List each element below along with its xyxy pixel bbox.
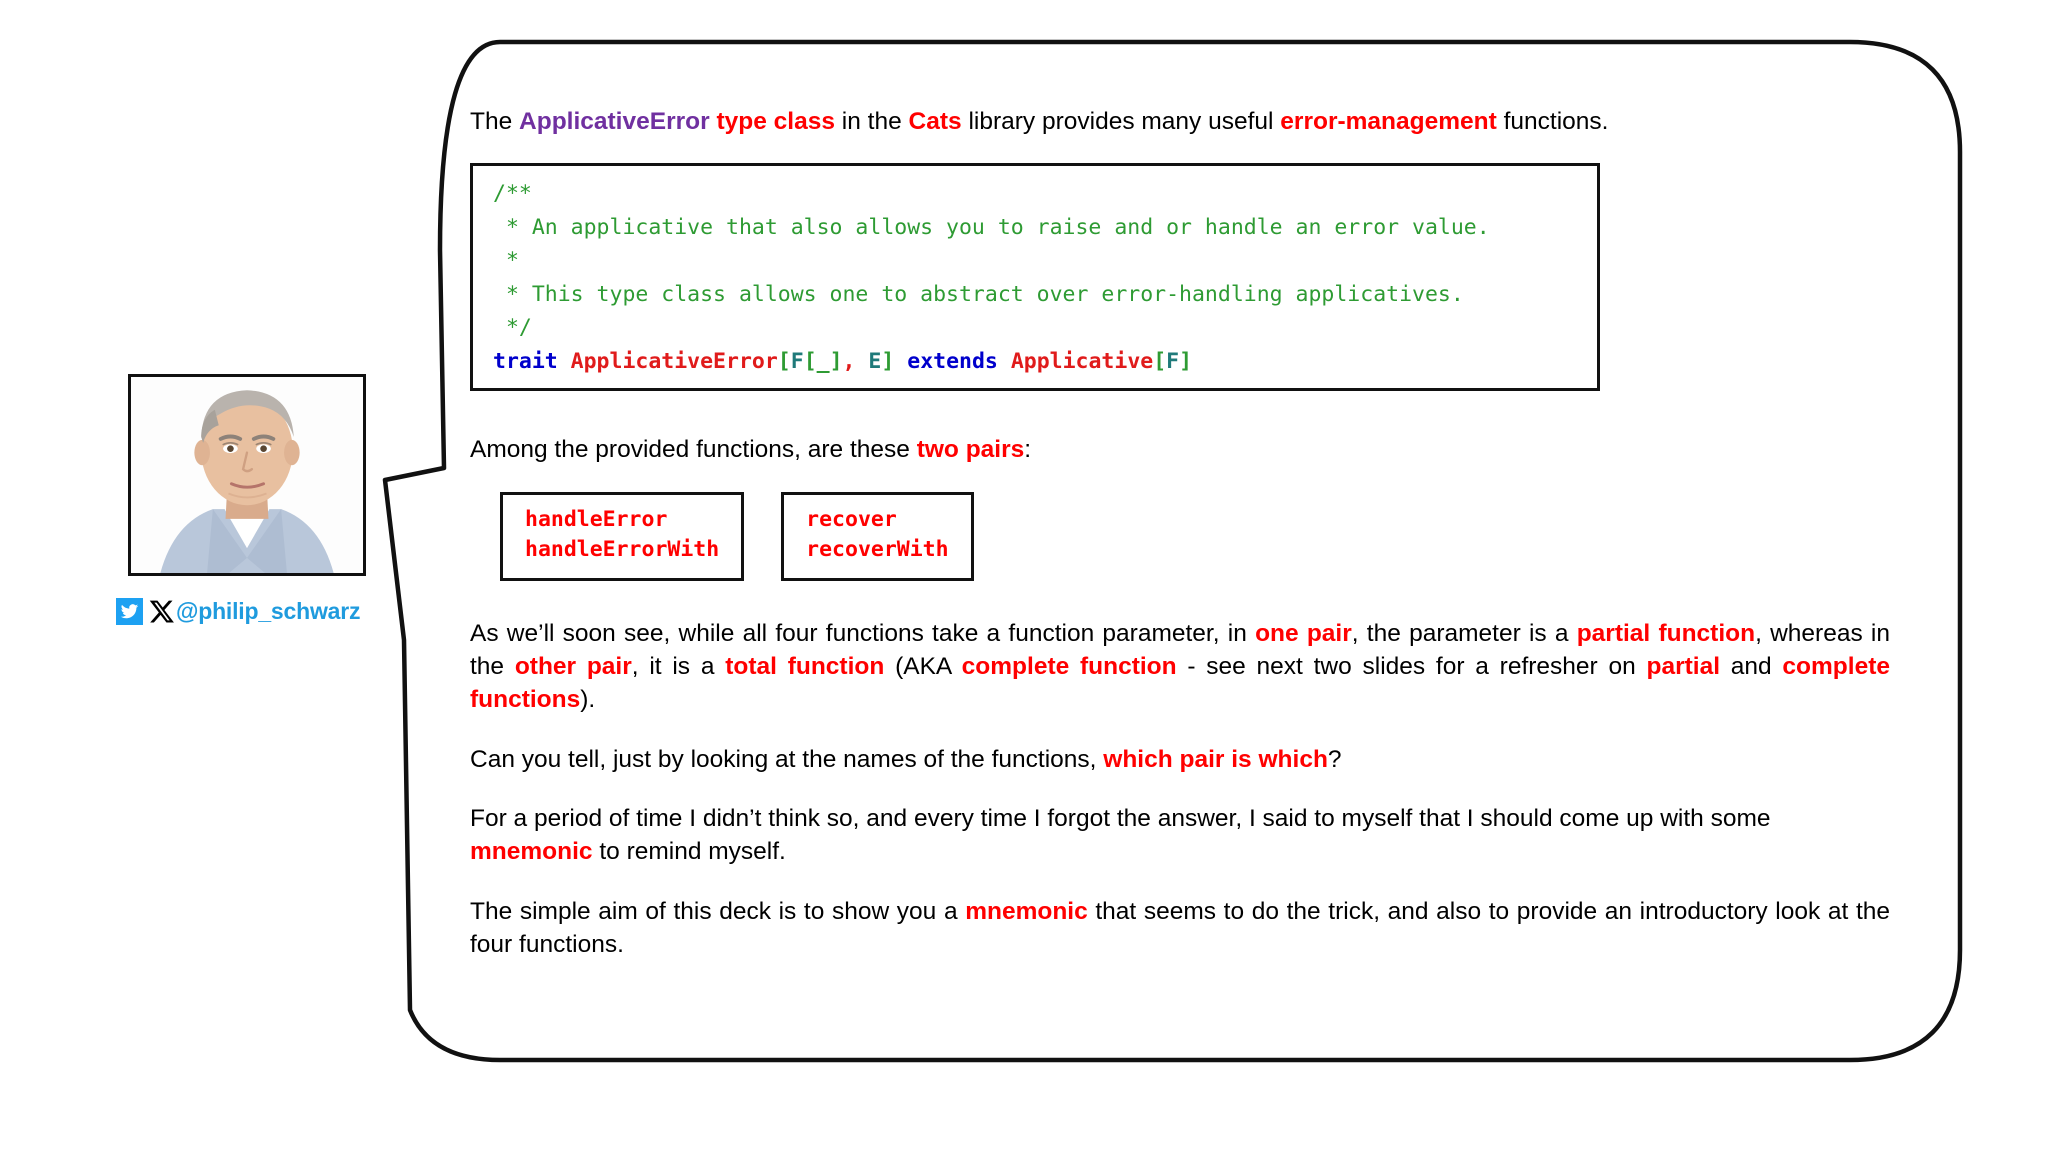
bubble-content: The ApplicativeError type class in the C… [470, 105, 1890, 961]
cats-term: Cats [908, 108, 962, 135]
code-token: * An applicative that also allows you to… [493, 214, 1490, 240]
complete-functions-term: complete functions [470, 653, 1890, 714]
type-class-term: type class [716, 108, 835, 135]
avatar [128, 374, 366, 576]
among-text-1: Among the provided functions, are these [470, 435, 917, 463]
mnemonic-term-2: mnemonic [965, 897, 1088, 925]
aim-text-1: The simple aim of this deck is to show y… [470, 897, 966, 925]
author-block: @philip_schwarz [116, 374, 370, 625]
code-token: [_] [803, 348, 843, 374]
code-line: * This type class allows one to abstract… [493, 278, 1597, 312]
code-token: * [493, 248, 519, 274]
intro-text-1: The [470, 108, 520, 135]
pt-text-7: and [1720, 653, 1783, 681]
pt-text-3: , whereas in the [470, 619, 1890, 681]
code-line: trait ApplicativeError[F[_], E] extends … [493, 345, 1597, 379]
code-token: extends [907, 348, 1011, 374]
mn-text-1: For a period of time I didn’t think so, … [470, 805, 1771, 833]
pt-text-8: ). [580, 686, 596, 714]
spacer [470, 776, 1890, 802]
x-logo-icon[interactable] [149, 599, 175, 625]
social-handle[interactable]: @philip_schwarz [116, 598, 370, 625]
code-line: * An applicative that also allows you to… [493, 211, 1597, 245]
spacer [470, 581, 1890, 617]
complete-function-term: complete function [961, 653, 1177, 681]
recover-pair: recover recoverWith [781, 491, 974, 581]
aim-paragraph: The simple aim of this deck is to show y… [470, 895, 1890, 962]
which-pair-paragraph: Can you tell, just by looking at the nam… [470, 743, 1890, 776]
total-function-term: total function [725, 653, 885, 681]
pt-text-6: - see next two slides for a refresher on [1176, 653, 1647, 681]
code-token: ApplicativeError [570, 348, 778, 374]
mnemonic-paragraph: For a period of time I didn’t think so, … [470, 802, 1890, 869]
code-token: E [868, 348, 882, 374]
which-pair-is-which-term: which pair is which [1103, 745, 1328, 773]
applicative-error-term: ApplicativeError [519, 108, 710, 135]
function-name: handleError [525, 506, 668, 532]
pt-text-2: , the parameter is a [1351, 619, 1577, 647]
code-token: , [842, 348, 869, 374]
spacer [470, 717, 1890, 743]
pt-text-4: , it is a [631, 653, 726, 681]
code-token: F [790, 348, 804, 374]
aim-text-2: that seems to do the trick, and also to … [470, 897, 1890, 959]
spacer [470, 391, 1890, 433]
code-token: */ [493, 315, 532, 341]
code-token: [ [1153, 348, 1167, 374]
among-text-2: : [1024, 435, 1032, 463]
twitter-bird-icon[interactable] [116, 598, 143, 625]
intro-text-5: functions. [1496, 108, 1609, 135]
scala-code-block: /** * An applicative that also allows yo… [470, 163, 1600, 391]
intro-text-4: library provides many useful [961, 108, 1281, 135]
mnemonic-term: mnemonic [470, 838, 593, 866]
mn-text-2: to remind myself. [592, 838, 786, 866]
intro-paragraph: The ApplicativeError type class in the C… [470, 105, 1890, 138]
intro-text-3: in the [834, 108, 909, 135]
code-token: trait [493, 348, 571, 374]
pt-text-1: As we’ll soon see, while all four functi… [470, 619, 1256, 647]
code-token: Applicative [1010, 348, 1154, 374]
code-token: F [1166, 348, 1180, 374]
other-pair-term: other pair [514, 653, 632, 681]
partial-total-paragraph: As we’ll soon see, while all four functi… [470, 617, 1890, 717]
code-token: /** [493, 181, 532, 207]
code-token: ] [1179, 348, 1193, 374]
code-line: * [493, 244, 1597, 278]
code-line: */ [493, 311, 1597, 345]
function-name: recover [806, 506, 897, 532]
among-paragraph: Among the provided functions, are these … [470, 433, 1890, 466]
one-pair-term: one pair [1255, 619, 1352, 647]
function-name: handleErrorWith [525, 537, 720, 563]
code-token: * This type class allows one to abstract… [493, 281, 1464, 307]
code-token: [ [777, 348, 791, 374]
partial-term: partial [1646, 653, 1721, 681]
portrait-photo [131, 377, 363, 573]
wp-text-1: Can you tell, just by looking at the nam… [470, 745, 1104, 773]
two-pairs-term: two pairs [916, 435, 1025, 463]
code-token: ] [881, 348, 908, 374]
function-name: recoverWith [806, 537, 949, 563]
error-management-term: error-management [1280, 108, 1497, 135]
handle-label[interactable]: @philip_schwarz [176, 598, 361, 624]
spacer [470, 869, 1890, 895]
code-line: /** [493, 177, 1597, 211]
handle-error-pair: handleError handleErrorWith [500, 491, 745, 581]
pt-text-5: (AKA [884, 653, 962, 681]
wp-text-2: ? [1327, 745, 1342, 773]
partial-function-term: partial function [1576, 619, 1756, 647]
